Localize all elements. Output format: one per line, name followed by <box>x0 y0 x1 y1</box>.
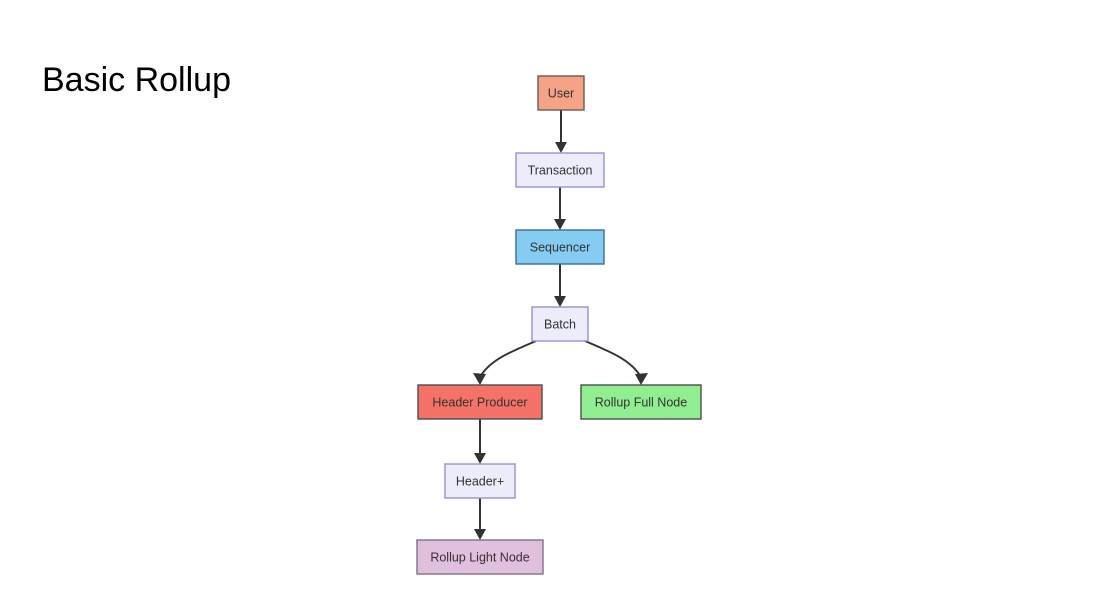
node-transaction-label: Transaction <box>528 163 593 177</box>
node-rollup-full-node-label: Rollup Full Node <box>595 395 687 409</box>
node-batch-box[interactable] <box>531 306 589 342</box>
page-title: Basic Rollup <box>42 61 231 99</box>
node-layer: User Transaction Sequencer Batch Header … <box>416 75 702 575</box>
node-header-plus-label: Header+ <box>456 474 504 488</box>
node-header-producer-box[interactable] <box>417 384 543 420</box>
node-rollup-light-node-box[interactable] <box>416 539 544 575</box>
node-user[interactable]: User <box>537 75 585 111</box>
arrowhead-icon <box>474 529 486 540</box>
node-header-producer-label: Header Producer <box>432 395 527 409</box>
arrowhead-icon <box>554 296 566 307</box>
edge-batch-to-header-producer <box>473 340 537 385</box>
node-user-box[interactable] <box>537 75 585 111</box>
arrowhead-icon <box>474 453 486 464</box>
node-transaction[interactable]: Transaction <box>515 152 605 188</box>
node-user-label: User <box>548 86 574 100</box>
node-batch[interactable]: Batch <box>531 306 589 342</box>
edge-header-producer-to-header-plus <box>474 419 486 464</box>
node-rollup-full-node[interactable]: Rollup Full Node <box>580 384 702 420</box>
node-transaction-box[interactable] <box>515 152 605 188</box>
edge-user-to-transaction <box>555 110 567 153</box>
edge-layer <box>473 110 648 540</box>
node-batch-label: Batch <box>544 317 576 331</box>
node-rollup-full-node-box[interactable] <box>580 384 702 420</box>
node-sequencer[interactable]: Sequencer <box>515 229 605 265</box>
node-rollup-light-node-label: Rollup Light Node <box>430 550 529 564</box>
edge-header-plus-to-rollup-light-node <box>474 498 486 540</box>
edge-sequencer-to-batch <box>554 264 566 307</box>
node-sequencer-label: Sequencer <box>530 240 590 254</box>
node-sequencer-box[interactable] <box>515 229 605 265</box>
edge-line <box>479 340 537 378</box>
edge-batch-to-rollup-full-node <box>584 340 648 385</box>
node-rollup-light-node[interactable]: Rollup Light Node <box>416 539 544 575</box>
arrowhead-icon <box>473 373 486 385</box>
edge-transaction-to-sequencer <box>554 187 566 230</box>
arrowhead-icon <box>635 373 648 385</box>
arrowhead-icon <box>555 142 567 153</box>
arrowhead-icon <box>554 219 566 230</box>
edge-line <box>584 340 642 378</box>
node-header-plus-box[interactable] <box>444 463 516 499</box>
node-header-producer[interactable]: Header Producer <box>417 384 543 420</box>
node-header-plus[interactable]: Header+ <box>444 463 516 499</box>
